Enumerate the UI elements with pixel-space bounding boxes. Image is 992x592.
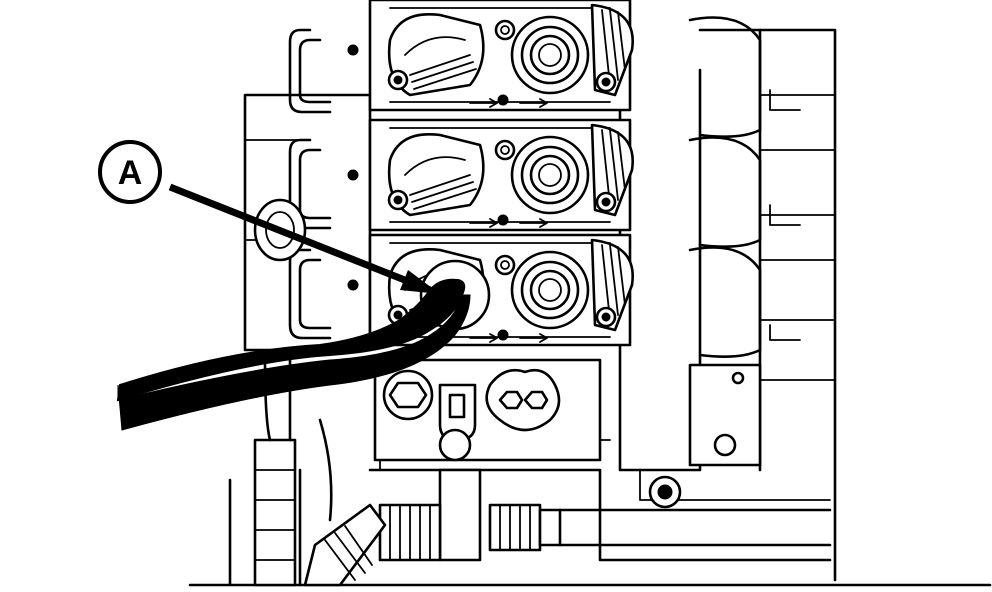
- right-lower-panel: [648, 363, 762, 509]
- callout-a-circle: [98, 140, 162, 204]
- callout-a-leader-line: [168, 183, 432, 294]
- callout-a-arrowhead: [400, 270, 440, 294]
- valve-section-top: [368, 0, 634, 112]
- valve-section-middle: [368, 118, 634, 232]
- lower-manifold-block: [373, 358, 611, 471]
- callout-a: A: [98, 140, 440, 294]
- left-hydraulic-tubes: [253, 28, 332, 340]
- bottom-tube-fittings: [253, 358, 832, 587]
- black-hydraulic-hose: [116, 278, 466, 402]
- valve-housing-frame: [188, 16, 992, 587]
- callout-a-label: A: [118, 154, 143, 192]
- plate-screws: [347, 44, 359, 291]
